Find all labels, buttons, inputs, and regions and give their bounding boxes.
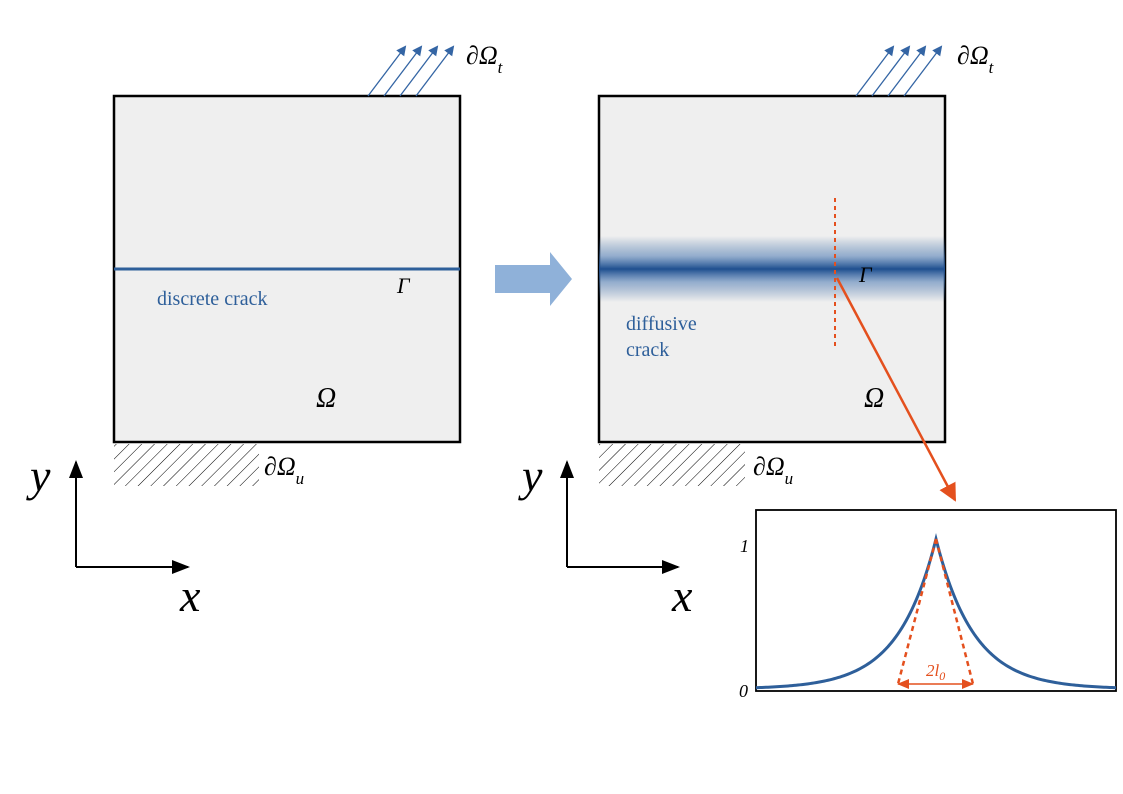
left-axes xyxy=(69,460,190,574)
hatched-support-icon xyxy=(114,444,259,486)
right-displacement-boundary-label: ∂Ωu xyxy=(753,452,793,488)
profile-tangent-right xyxy=(934,538,975,685)
profile-pointer-arrow xyxy=(835,277,957,502)
discrete-crack-label: discrete crack xyxy=(157,288,267,310)
right-panel: diffusive crack Γ Ω ∂Ωt ∂Ωu y x xyxy=(518,41,995,621)
diffusive-crack-band xyxy=(599,236,945,302)
right-axis-y-label: y xyxy=(518,450,543,501)
right-omega-label: Ω xyxy=(864,383,884,414)
right-arrow-icon xyxy=(495,252,572,306)
traction-arrows-icon xyxy=(367,45,455,97)
left-axis-y-label: y xyxy=(26,450,51,501)
profile-tangent-left xyxy=(896,538,938,685)
right-axis-x-label: x xyxy=(671,570,693,621)
left-omega-label: Ω xyxy=(316,383,336,414)
width-label: 2l0 xyxy=(926,661,945,683)
diffusive-crack-label-line2: crack xyxy=(626,339,669,361)
right-gamma-label: Γ xyxy=(858,262,873,287)
left-traction-boundary-label: ∂Ωt xyxy=(466,41,504,77)
left-displacement-boundary-label: ∂Ωu xyxy=(264,452,304,488)
left-axis-x-label: x xyxy=(179,570,201,621)
left-panel: discrete crack Γ Ω ∂Ωt ∂Ωu y x xyxy=(26,41,504,621)
diffusive-crack-label-line1: diffusive xyxy=(626,313,697,335)
right-traction-boundary-label: ∂Ωt xyxy=(957,41,995,77)
profile-plot: 2l0 1 0 xyxy=(739,509,1117,701)
y-tick-bottom: 0 xyxy=(739,681,748,701)
y-tick-top: 1 xyxy=(740,536,749,556)
left-gamma-label: Γ xyxy=(396,273,411,298)
right-traction-arrows-icon xyxy=(855,45,943,97)
right-axes xyxy=(560,460,680,574)
right-hatched-support-icon xyxy=(599,444,745,486)
